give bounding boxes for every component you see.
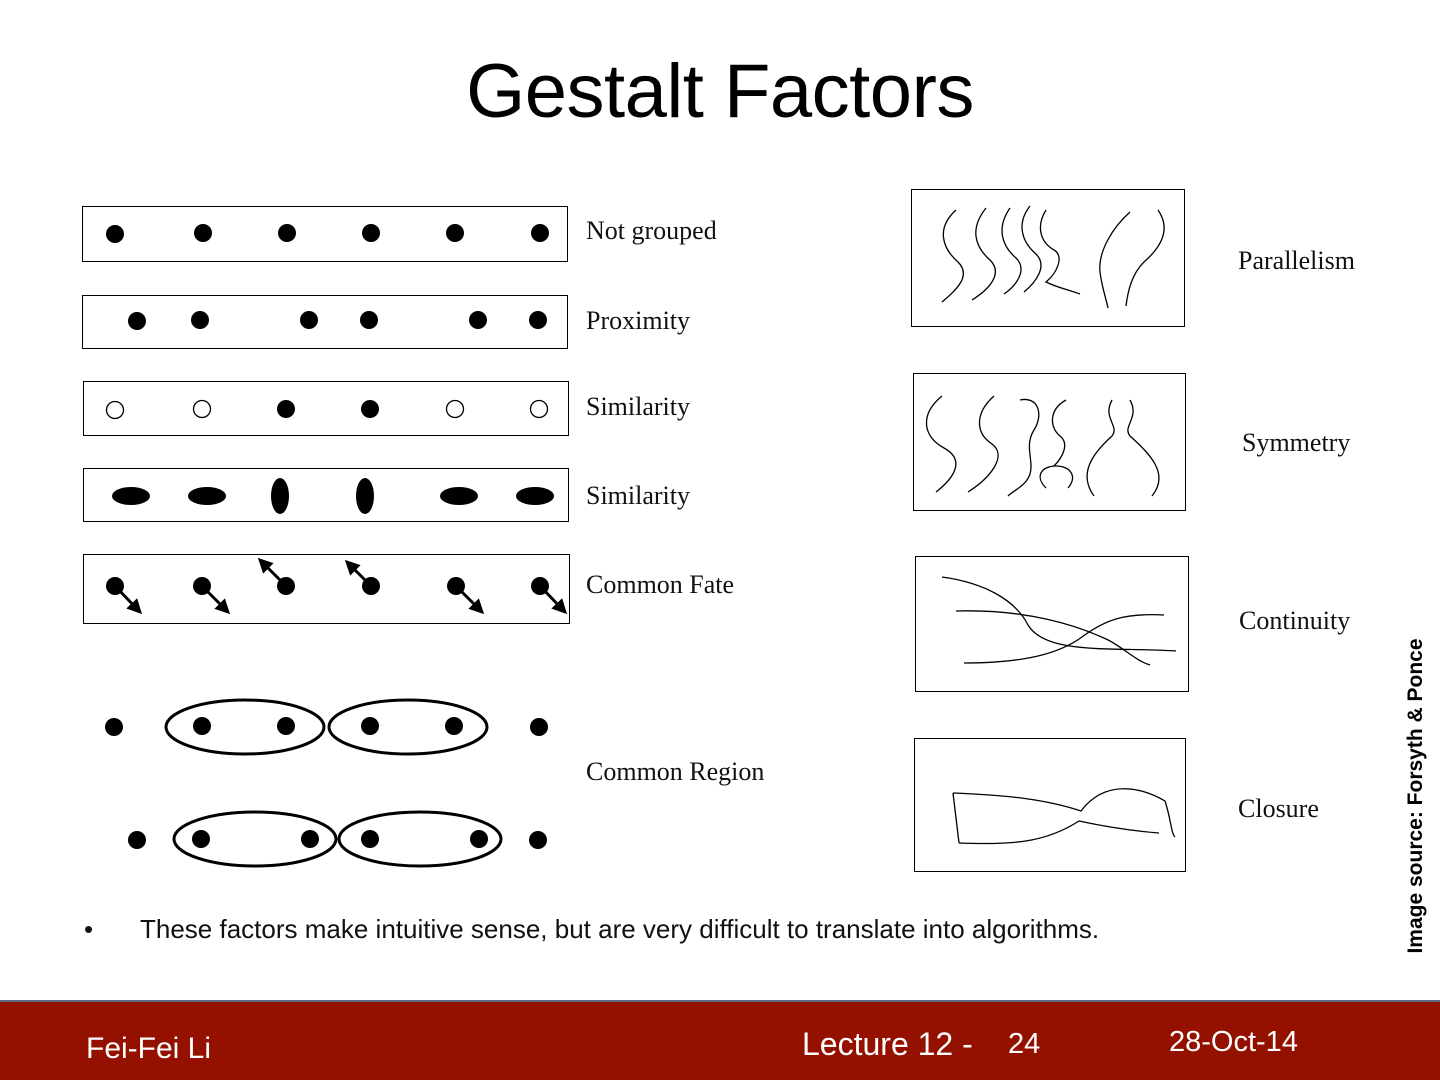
bullet-point: • These factors make intuitive sense, but… bbox=[84, 914, 1099, 945]
continuity-panel bbox=[915, 556, 1189, 692]
common-fate-arrows bbox=[106, 557, 568, 615]
parallelism-curves bbox=[941, 205, 1165, 309]
symmetry-panel bbox=[913, 373, 1186, 511]
label-proximity: Proximity bbox=[586, 306, 691, 335]
continuity-curves bbox=[941, 576, 1177, 666]
label-symmetry: Symmetry bbox=[1242, 428, 1351, 457]
label-continuity: Continuity bbox=[1239, 606, 1351, 635]
bullet-symbol: • bbox=[84, 914, 94, 944]
label-similarity-fill: Similarity bbox=[586, 392, 690, 421]
slide-title: Gestalt Factors bbox=[466, 49, 974, 134]
common-region-figure bbox=[105, 698, 548, 868]
similarity-fill-panel bbox=[83, 381, 569, 436]
similarity-fill-dots bbox=[105, 399, 549, 420]
footer-date: 28-Oct-14 bbox=[1169, 1026, 1298, 1058]
footer-author: Fei-Fei Li bbox=[86, 1032, 212, 1065]
bullet-text: These factors make intuitive sense, but … bbox=[140, 914, 1100, 944]
label-common-fate: Common Fate bbox=[586, 570, 735, 599]
label-parallelism: Parallelism bbox=[1238, 246, 1355, 275]
slide-footer: Fei-Fei Li Lecture 12 - 24 28-Oct-14 bbox=[0, 1000, 1440, 1080]
label-common-region: Common Region bbox=[586, 757, 765, 786]
closure-curves bbox=[952, 788, 1176, 845]
closure-panel bbox=[914, 738, 1186, 872]
similarity-shape-panel bbox=[83, 468, 569, 522]
common-fate-panel bbox=[83, 554, 570, 624]
not-grouped-dots bbox=[106, 224, 549, 243]
symmetry-curves bbox=[925, 395, 1160, 497]
similarity-shape-marks bbox=[112, 478, 554, 514]
footer-page-number: 24 bbox=[1008, 1028, 1041, 1060]
image-source-note: Image source: Forsyth & Ponce bbox=[1404, 638, 1427, 954]
parallelism-panel bbox=[911, 189, 1185, 327]
not-grouped-panel bbox=[82, 206, 568, 262]
proximity-panel bbox=[82, 295, 568, 349]
footer-lecture: Lecture 12 - bbox=[802, 1026, 973, 1062]
label-similarity-shape: Similarity bbox=[586, 481, 690, 510]
proximity-dots bbox=[128, 311, 547, 330]
label-closure: Closure bbox=[1238, 794, 1319, 823]
label-not-grouped: Not grouped bbox=[586, 216, 717, 245]
